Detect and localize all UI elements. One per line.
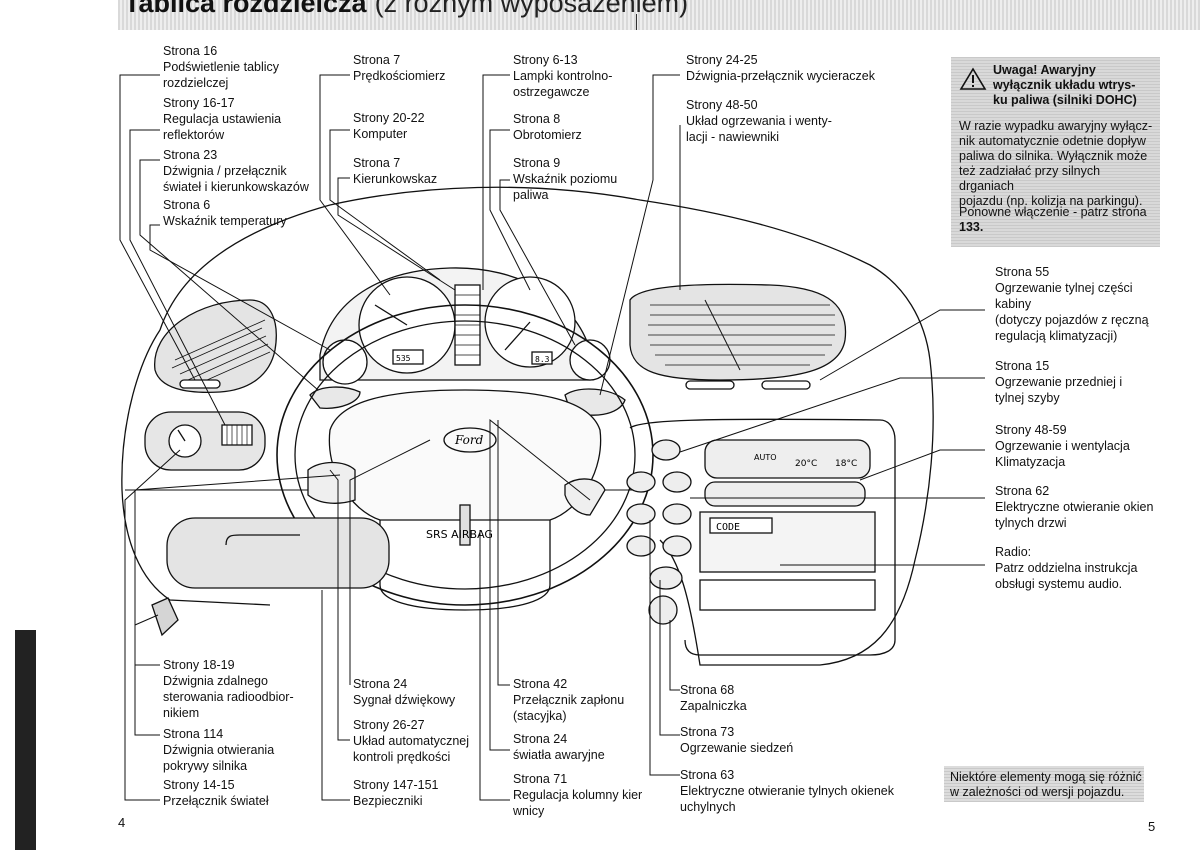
trip-display: 8.3 [535,355,550,364]
page-number-right: 5 [1148,819,1156,834]
right-vent [629,283,847,390]
instrument-cluster [319,267,611,385]
left-stalk [309,386,361,409]
airbag-label: SRS AIRBAG [426,528,493,541]
page-title: Tablica rozdzielcza (z różnym wyposażenie… [124,0,688,19]
title-main: Tablica rozdzielcza [124,0,367,18]
ford-logo: Ford [454,433,484,447]
leader-lines [119,74,985,801]
warning-triangle-icon [959,67,987,90]
title-subtitle: (z różnym wyposażeniem) [374,0,689,18]
title-divider [636,14,637,30]
center-console [626,439,876,625]
climate-temp-right: 18°C [835,459,857,469]
page-number-left: 4 [118,815,126,830]
steering-wheel [276,304,654,611]
warning-body: W razie wypadku awaryjny wyłącz-nik auto… [959,119,1153,208]
glovebox [166,517,390,589]
climate-auto: AUTO [754,453,777,462]
scan-edge-shadow [0,630,38,850]
climate-temp-left: 20°C [795,459,817,469]
radio-code: CODE [716,522,740,533]
left-vent [154,299,277,394]
odometer: 535 [396,354,411,363]
light-switch-panel [144,411,266,471]
bonnet-lever [151,597,179,637]
title-band: Tablica rozdzielcza (z różnym wyposażenie… [118,0,1200,30]
